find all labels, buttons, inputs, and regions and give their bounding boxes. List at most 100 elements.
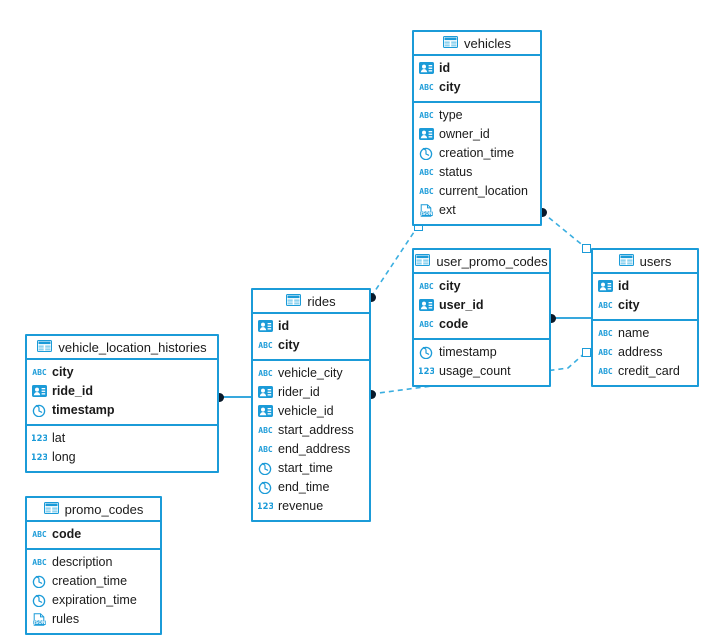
entity-header-users[interactable]: users bbox=[593, 250, 697, 274]
abc-text-icon: ABC bbox=[419, 318, 434, 332]
entity-vehicle_location_histories[interactable]: vehicle_location_histories ABC city ride… bbox=[25, 334, 219, 473]
id-card-icon bbox=[258, 404, 273, 419]
entity-header-user_promo_codes[interactable]: user_promo_codes bbox=[414, 250, 549, 274]
key-field-city[interactable]: ABC city bbox=[414, 277, 549, 296]
svg-text:ABC: ABC bbox=[258, 426, 273, 435]
field-name: type bbox=[439, 108, 463, 123]
field-rules[interactable]: JSON rules bbox=[27, 610, 160, 629]
field-address[interactable]: ABC address bbox=[593, 343, 697, 362]
field-vehicle_id[interactable]: vehicle_id bbox=[253, 402, 369, 421]
field-name: id bbox=[439, 61, 451, 76]
field-start_address[interactable]: ABC start_address bbox=[253, 421, 369, 440]
123-number-icon: 123 bbox=[32, 451, 47, 465]
svg-text:ABC: ABC bbox=[258, 341, 273, 350]
abc-text-icon: ABC bbox=[258, 424, 273, 438]
field-usage_count[interactable]: 123 usage_count bbox=[414, 362, 549, 381]
entity-header-vehicle_location_histories[interactable]: vehicle_location_histories bbox=[27, 336, 217, 360]
key-field-ride_id[interactable]: ride_id bbox=[27, 382, 217, 401]
field-name: city bbox=[52, 365, 74, 380]
abc-text-icon: ABC bbox=[598, 365, 613, 379]
column-section: timestamp 123 usage_count bbox=[414, 340, 549, 385]
column-section: ABC vehicle_city rider_id vehicle_id ABC… bbox=[253, 361, 369, 520]
primary-key-section: id ABC city bbox=[414, 56, 540, 103]
field-name: status bbox=[439, 165, 473, 180]
clock-icon bbox=[258, 462, 273, 476]
entity-promo_codes[interactable]: promo_codes ABC code ABC description cre… bbox=[25, 496, 162, 635]
abc-text-icon: ABC bbox=[32, 556, 47, 570]
entity-vehicles[interactable]: vehicles id ABC city ABC type owner_id c… bbox=[412, 30, 542, 226]
field-name: end_time bbox=[278, 480, 330, 495]
field-timestamp[interactable]: timestamp bbox=[414, 343, 549, 362]
svg-text:ABC: ABC bbox=[32, 530, 47, 539]
key-field-id[interactable]: id bbox=[593, 277, 697, 296]
entity-header-vehicles[interactable]: vehicles bbox=[414, 32, 540, 56]
svg-text:123: 123 bbox=[419, 366, 434, 376]
key-field-id[interactable]: id bbox=[414, 59, 540, 78]
field-status[interactable]: ABC status bbox=[414, 163, 540, 182]
entity-header-promo_codes[interactable]: promo_codes bbox=[27, 498, 160, 522]
field-owner_id[interactable]: owner_id bbox=[414, 125, 540, 144]
clock-icon bbox=[419, 147, 434, 161]
field-name: rider_id bbox=[278, 385, 320, 400]
field-lat[interactable]: 123 lat bbox=[27, 429, 217, 448]
edge-endpoint-dot-rides-bottom bbox=[366, 389, 376, 399]
key-field-user_id[interactable]: user_id bbox=[414, 296, 549, 315]
field-creation_time[interactable]: creation_time bbox=[414, 144, 540, 163]
field-rider_id[interactable]: rider_id bbox=[253, 383, 369, 402]
field-current_location[interactable]: ABC current_location bbox=[414, 182, 540, 201]
clock-icon bbox=[32, 404, 47, 418]
field-revenue[interactable]: 123 revenue bbox=[253, 497, 369, 516]
field-type[interactable]: ABC type bbox=[414, 106, 540, 125]
field-ext[interactable]: JSON ext bbox=[414, 201, 540, 220]
entity-user_promo_codes[interactable]: user_promo_codes ABC city user_id ABC co… bbox=[412, 248, 551, 387]
abc-text-icon: ABC bbox=[258, 367, 273, 381]
key-field-code[interactable]: ABC code bbox=[27, 525, 160, 544]
field-expiration_time[interactable]: expiration_time bbox=[27, 591, 160, 610]
field-name: long bbox=[52, 450, 76, 465]
field-end_address[interactable]: ABC end_address bbox=[253, 440, 369, 459]
field-name: timestamp bbox=[52, 403, 115, 418]
primary-key-section: ABC city user_id ABC code bbox=[414, 274, 549, 340]
field-credit_card[interactable]: ABC credit_card bbox=[593, 362, 697, 381]
field-name: code bbox=[52, 527, 82, 542]
table-icon bbox=[618, 254, 634, 268]
entity-title: rides bbox=[307, 293, 336, 309]
key-field-city[interactable]: ABC city bbox=[27, 363, 217, 382]
field-creation_time[interactable]: creation_time bbox=[27, 572, 160, 591]
entity-header-rides[interactable]: rides bbox=[253, 290, 369, 314]
key-field-id[interactable]: id bbox=[253, 317, 369, 336]
entity-title: vehicles bbox=[464, 35, 511, 51]
edge-endpoint-dot-upc bbox=[546, 313, 556, 323]
field-long[interactable]: 123 long bbox=[27, 448, 217, 467]
key-field-city[interactable]: ABC city bbox=[253, 336, 369, 355]
field-start_time[interactable]: start_time bbox=[253, 459, 369, 478]
key-field-timestamp[interactable]: timestamp bbox=[27, 401, 217, 420]
key-field-code[interactable]: ABC code bbox=[414, 315, 549, 334]
field-description[interactable]: ABC description bbox=[27, 553, 160, 572]
field-vehicle_city[interactable]: ABC vehicle_city bbox=[253, 364, 369, 383]
field-name: id bbox=[618, 279, 630, 294]
entity-users[interactable]: users id ABC city ABC name ABC address A… bbox=[591, 248, 699, 387]
field-name: city bbox=[278, 338, 300, 353]
abc-text-icon: ABC bbox=[598, 346, 613, 360]
table-icon bbox=[37, 340, 53, 354]
field-name: ext bbox=[439, 203, 456, 218]
svg-text:123: 123 bbox=[258, 501, 273, 511]
field-name: creation_time bbox=[439, 146, 515, 161]
field-name: code bbox=[439, 317, 469, 332]
id-card-icon bbox=[598, 279, 613, 294]
field-name[interactable]: ABC name bbox=[593, 324, 697, 343]
key-field-city[interactable]: ABC city bbox=[593, 296, 697, 315]
key-field-city[interactable]: ABC city bbox=[414, 78, 540, 97]
entity-rides[interactable]: rides id ABC city ABC vehicle_city rider… bbox=[251, 288, 371, 522]
field-name: start_time bbox=[278, 461, 333, 476]
field-end_time[interactable]: end_time bbox=[253, 478, 369, 497]
field-name: usage_count bbox=[439, 364, 511, 379]
edge-rides-vehicles bbox=[370, 225, 419, 298]
svg-text:ABC: ABC bbox=[419, 168, 434, 177]
clock-icon bbox=[32, 594, 47, 608]
primary-key-section: id ABC city bbox=[593, 274, 697, 321]
svg-text:ABC: ABC bbox=[258, 369, 273, 378]
edge-endpoint-square-users-bottom bbox=[581, 347, 591, 357]
edge-endpoint-dot-vlh bbox=[214, 392, 224, 402]
